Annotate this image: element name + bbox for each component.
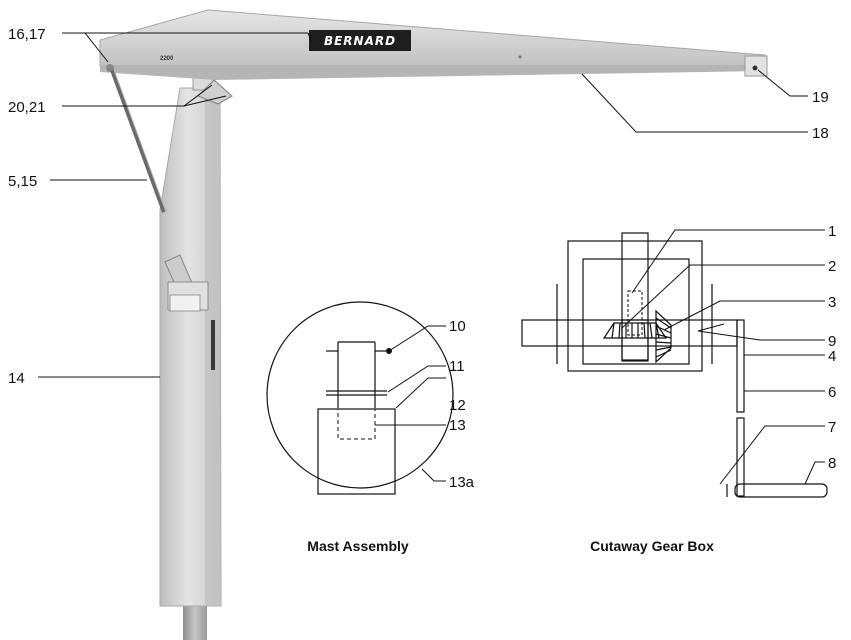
brand-logo: BERNARD (324, 34, 396, 48)
callout-4: 4 (828, 348, 836, 365)
callout-2: 2 (828, 258, 836, 275)
leader-20-21-b (183, 95, 227, 107)
leader-9 (697, 330, 825, 341)
callout-16-17: 16,17 (8, 26, 46, 43)
leader-19 (757, 69, 808, 97)
crank-plate (736, 319, 745, 413)
callout-20-21: 20,21 (8, 99, 46, 116)
shaft-keyway (627, 290, 643, 336)
boom-underside (100, 66, 765, 80)
bevel-gear-teeth-v (655, 317, 672, 358)
callout-18: 18 (812, 125, 829, 142)
leader-10 (388, 325, 446, 352)
callout-1: 1 (828, 223, 836, 240)
leader-8 (804, 461, 825, 485)
lower-mast-tube (317, 408, 396, 495)
gear-frame-inner (582, 258, 690, 365)
brace-rod (110, 69, 166, 213)
vertical-shaft-front (621, 319, 649, 361)
leader-12 (395, 377, 446, 409)
crank-arm (736, 417, 745, 497)
detail-circle (266, 301, 454, 489)
bearing-washer (326, 390, 387, 396)
brand-logo-plate (309, 30, 411, 51)
callout-5-15: 5,15 (8, 173, 37, 190)
leader-13a (421, 468, 446, 482)
hidden-bushing (337, 408, 376, 440)
leader-18 (581, 73, 808, 133)
callout-12: 12 (449, 397, 466, 414)
crank-slot (211, 320, 215, 370)
callout-7: 7 (828, 419, 836, 436)
callout-3: 3 (828, 294, 836, 311)
brace-rod-highlight (113, 69, 167, 213)
capacity-mark: 2200 (160, 56, 174, 62)
crank-handle-grip (734, 483, 828, 498)
mast-assembly-detail: 10 11 12 13 13a Mast Assembly (266, 301, 475, 554)
callout-13: 13 (449, 417, 466, 434)
callout-11: 11 (449, 358, 465, 375)
jib-crane: BERNARD 2200 (99, 9, 768, 640)
caption-mast-assembly: Mast Assembly (307, 538, 409, 554)
boom-bolt (518, 55, 522, 59)
callout-14: 14 (8, 370, 25, 387)
gear-frame-outer (567, 240, 703, 372)
callout-19: 19 (812, 89, 829, 106)
pivot-bracket (197, 79, 233, 105)
end-fitting-icon (752, 65, 758, 71)
horizontal-shaft (521, 319, 738, 347)
leader-2 (621, 264, 825, 329)
crane-callouts: 16,17 20,21 5,15 14 19 18 (8, 26, 829, 387)
callout-6: 6 (828, 384, 836, 401)
leader-11 (387, 365, 446, 393)
boom (99, 9, 766, 67)
warning-label (169, 294, 201, 312)
callout-9: 9 (828, 333, 836, 350)
leader-3 (663, 300, 825, 331)
gear-box-detail: 1 2 3 9 4 6 7 8 Cutaway Gear Box (521, 223, 836, 554)
bevel-gear-vertical (655, 309, 672, 364)
bevel-gear-teeth-h (611, 322, 660, 339)
leader-1 (631, 229, 825, 294)
leader-9b (697, 323, 725, 332)
vertical-shaft (621, 232, 649, 362)
callout-10: 10 (449, 318, 466, 335)
callout-13a: 13a (449, 474, 475, 491)
callout-8: 8 (828, 455, 836, 472)
leader-16-17-c (307, 32, 313, 43)
caption-gear-box: Cutaway Gear Box (590, 538, 714, 554)
lower-post (183, 603, 207, 640)
leader-7 (719, 425, 825, 485)
